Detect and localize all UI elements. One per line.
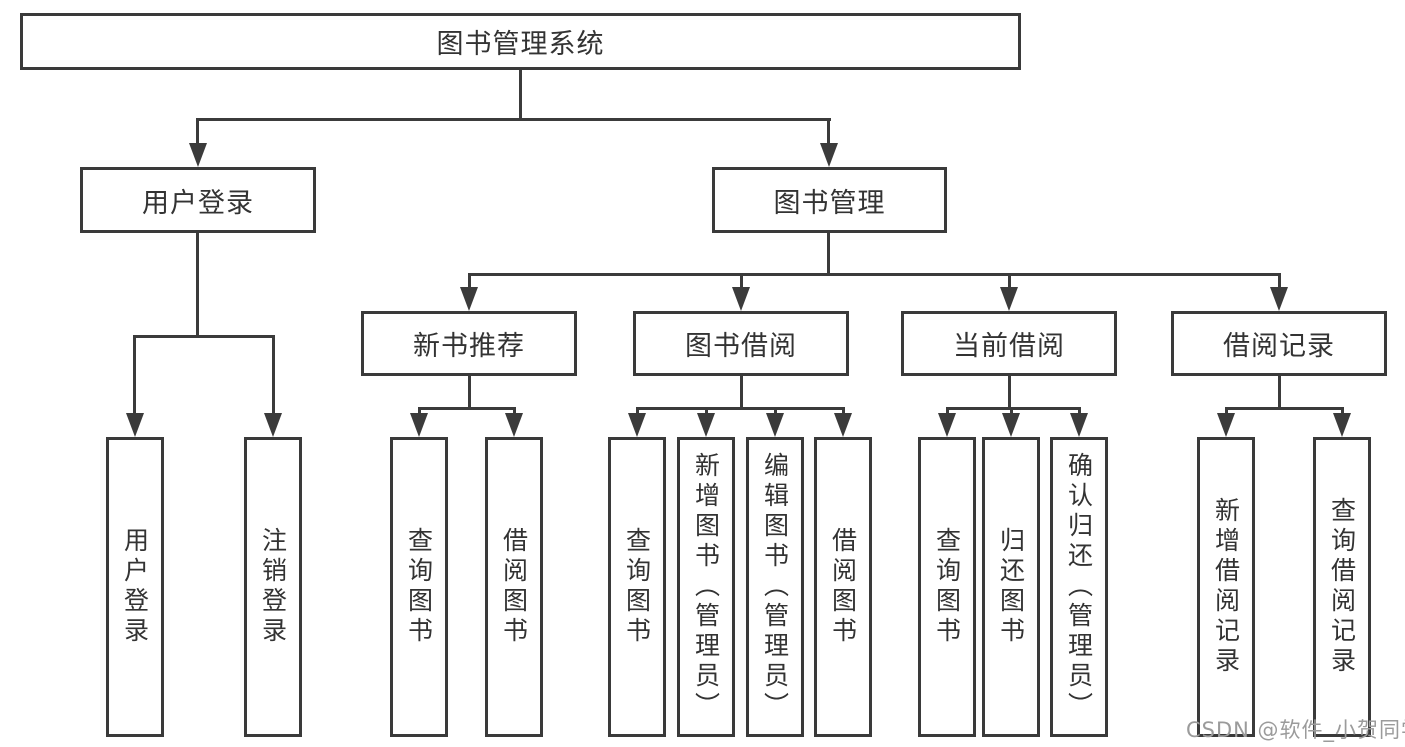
node-book-borrowing: 图书借阅 bbox=[633, 311, 849, 376]
connector-level3-shaft bbox=[1008, 273, 1011, 291]
connector-user-login-vline bbox=[196, 233, 199, 335]
arrow-down-icon bbox=[460, 287, 478, 311]
connector-leaf-shaft bbox=[774, 407, 777, 417]
node-book-management: 图书管理 bbox=[712, 167, 947, 233]
arrow-down-icon bbox=[1270, 287, 1288, 311]
arrow-down-icon bbox=[1002, 413, 1020, 437]
connector-leaf-shaft bbox=[1225, 407, 1228, 417]
connector-level2-hline bbox=[197, 118, 831, 121]
connector-level3-shaft bbox=[740, 273, 743, 291]
leaf-logout: 注销登录 bbox=[244, 437, 302, 737]
leaf-label: 确认归还（管理员） bbox=[1064, 452, 1094, 722]
connector-group-vline bbox=[1008, 376, 1011, 407]
connector-group-hline bbox=[636, 407, 844, 410]
arrow-down-icon bbox=[1333, 413, 1351, 437]
connector-leaf-shaft bbox=[636, 407, 639, 417]
arrow-down-icon bbox=[410, 413, 428, 437]
connector-leaf-shaft bbox=[1341, 407, 1344, 417]
connector-root-vline bbox=[519, 70, 522, 118]
leaf-label: 查询图书 bbox=[404, 527, 434, 647]
connector-group-hline bbox=[1225, 407, 1343, 410]
node-borrowing-records: 借阅记录 bbox=[1171, 311, 1387, 376]
leaf-return-book: 归还图书 bbox=[982, 437, 1040, 737]
node-new-book-recommendation: 新书推荐 bbox=[361, 311, 577, 376]
leaf-confirm-return-admin: 确认归还（管理员） bbox=[1050, 437, 1108, 737]
leaf-label: 新增图书（管理员） bbox=[691, 452, 721, 722]
connector-leaf-shaft bbox=[513, 407, 516, 417]
leaf-query-books-current: 查询图书 bbox=[918, 437, 976, 737]
leaf-borrow-books: 借阅图书 bbox=[814, 437, 872, 737]
connector-group-hline bbox=[946, 407, 1080, 410]
connector-group-vline bbox=[1278, 376, 1281, 407]
leaf-label: 查询借阅记录 bbox=[1327, 497, 1357, 677]
arrow-down-icon bbox=[505, 413, 523, 437]
connector-leaf-shaft bbox=[272, 335, 275, 417]
connector-group-hline bbox=[418, 407, 515, 410]
leaf-label: 归还图书 bbox=[996, 527, 1026, 647]
arrow-down-icon bbox=[766, 413, 784, 437]
connector-leaf-shaft bbox=[1010, 407, 1013, 417]
leaf-edit-book-admin: 编辑图书（管理员） bbox=[746, 437, 804, 737]
connector-level3-shaft bbox=[468, 273, 471, 291]
leaf-label: 编辑图书（管理员） bbox=[760, 452, 790, 722]
connector-level3-hline bbox=[468, 273, 1280, 276]
arrow-down-icon bbox=[1000, 287, 1018, 311]
connector-level3-shaft bbox=[1278, 273, 1281, 291]
arrow-down-icon bbox=[264, 413, 282, 437]
connector-leaf-shaft bbox=[705, 407, 708, 417]
leaf-user-login: 用户登录 bbox=[106, 437, 164, 737]
leaf-add-book-admin: 新增图书（管理员） bbox=[677, 437, 735, 737]
leaf-label: 借阅图书 bbox=[499, 527, 529, 647]
connector-group-vline bbox=[740, 376, 743, 407]
connector-user-login-hline bbox=[133, 335, 275, 338]
arrow-down-icon bbox=[834, 413, 852, 437]
connector-book-management-vline bbox=[827, 233, 830, 273]
arrow-down-icon bbox=[1070, 413, 1088, 437]
node-library-management-system: 图书管理系统 bbox=[20, 13, 1021, 70]
leaf-query-books-recommend: 查询图书 bbox=[390, 437, 448, 737]
node-current-borrowing: 当前借阅 bbox=[901, 311, 1117, 376]
leaf-label: 新增借阅记录 bbox=[1211, 497, 1241, 677]
connector-user-login-shaft bbox=[196, 118, 199, 146]
leaf-label: 注销登录 bbox=[258, 527, 288, 647]
node-user-login: 用户登录 bbox=[80, 167, 316, 233]
leaf-borrow-books-recommend: 借阅图书 bbox=[485, 437, 543, 737]
arrow-down-icon bbox=[938, 413, 956, 437]
leaf-query-borrow-record: 查询借阅记录 bbox=[1313, 437, 1371, 737]
watermark-text: CSDN @软件_小贺同学 bbox=[1186, 718, 1405, 742]
connector-group-vline bbox=[468, 376, 471, 407]
leaf-label: 用户登录 bbox=[120, 527, 150, 647]
connector-leaf-shaft bbox=[946, 407, 949, 417]
connector-leaf-shaft bbox=[133, 335, 136, 417]
arrow-down-icon bbox=[189, 143, 207, 167]
leaf-label: 借阅图书 bbox=[828, 527, 858, 647]
leaf-add-borrow-record: 新增借阅记录 bbox=[1197, 437, 1255, 737]
leaf-label: 查询图书 bbox=[932, 527, 962, 647]
leaf-label: 查询图书 bbox=[622, 527, 652, 647]
arrow-down-icon bbox=[697, 413, 715, 437]
connector-leaf-shaft bbox=[842, 407, 845, 417]
connector-book-management-shaft bbox=[827, 118, 830, 146]
arrow-down-icon bbox=[628, 413, 646, 437]
arrow-down-icon bbox=[820, 143, 838, 167]
connector-leaf-shaft bbox=[1078, 407, 1081, 417]
arrow-down-icon bbox=[732, 287, 750, 311]
arrow-down-icon bbox=[1217, 413, 1235, 437]
leaf-query-books-borrowing: 查询图书 bbox=[608, 437, 666, 737]
arrow-down-icon bbox=[126, 413, 144, 437]
connector-leaf-shaft bbox=[418, 407, 421, 417]
